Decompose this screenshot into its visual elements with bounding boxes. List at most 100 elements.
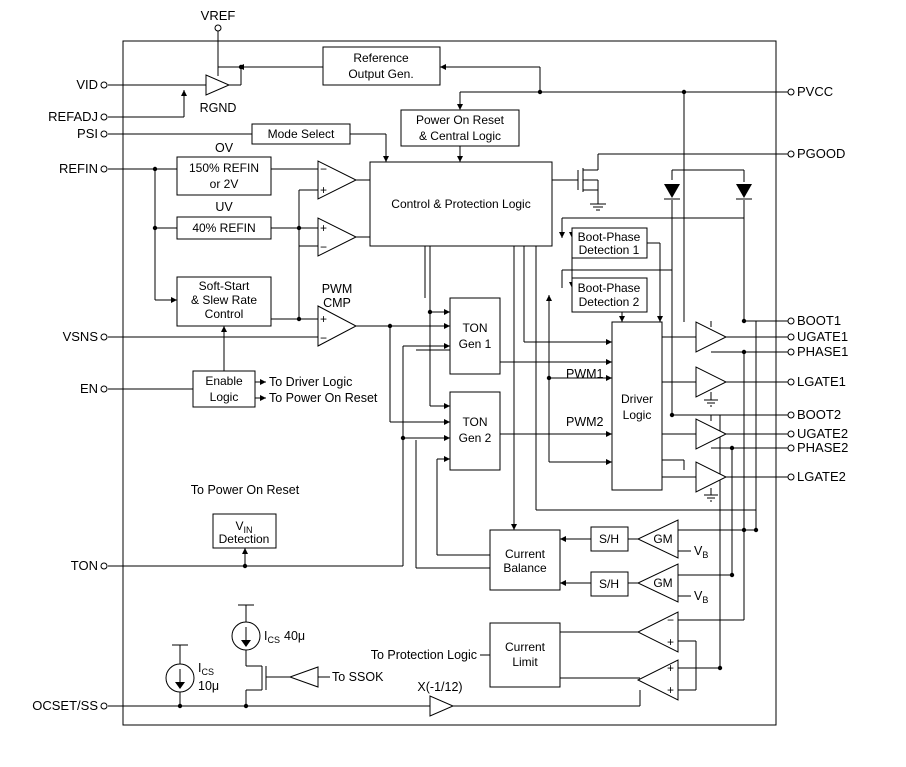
mode-select-block: Mode Select bbox=[251, 123, 351, 145]
svg-text:Driver: Driver bbox=[621, 392, 653, 406]
svg-text:+: + bbox=[320, 183, 327, 197]
svg-text:& Central Logic: & Central Logic bbox=[419, 129, 501, 143]
pin-boot1: BOOT1 bbox=[797, 313, 841, 328]
pin-ton: TON bbox=[71, 558, 98, 573]
svg-text:Boot-Phase: Boot-Phase bbox=[578, 230, 641, 244]
pin-ugate2: UGATE2 bbox=[797, 426, 848, 441]
pwm-comparator: + − bbox=[317, 305, 358, 347]
sample-hold-1: S/H bbox=[590, 526, 629, 552]
pin-en: EN bbox=[80, 381, 98, 396]
svg-text:Detection 1: Detection 1 bbox=[579, 243, 640, 257]
diode-boot2 bbox=[736, 184, 752, 200]
svg-text:Boot-Phase: Boot-Phase bbox=[578, 281, 641, 295]
ssok-buffer bbox=[288, 666, 319, 688]
pin-lgate2: LGATE2 bbox=[797, 469, 846, 484]
svg-text:150% REFIN: 150% REFIN bbox=[189, 161, 259, 175]
label-vb-1: VB bbox=[694, 544, 708, 560]
svg-text:+: + bbox=[667, 661, 674, 675]
svg-text:Control: Control bbox=[205, 307, 244, 321]
svg-text:or 2V: or 2V bbox=[210, 177, 239, 191]
pin-ugate1: UGATE1 bbox=[797, 329, 848, 344]
svg-text:Control & Protection Logic: Control & Protection Logic bbox=[391, 197, 530, 211]
label-to-ssok: To SSOK bbox=[332, 670, 384, 684]
pin-circles bbox=[100, 24, 795, 710]
current-limit-block: Current Limit bbox=[489, 622, 561, 688]
current-limit-comparator-2: + + bbox=[636, 659, 679, 701]
svg-text:Gen 2: Gen 2 bbox=[459, 431, 492, 445]
current-balance-block: Current Balance bbox=[489, 529, 561, 591]
svg-text:Soft-Start: Soft-Start bbox=[199, 279, 250, 293]
pgood-mosfet bbox=[577, 168, 606, 211]
svg-text:−: − bbox=[667, 613, 674, 627]
svg-text:Logic: Logic bbox=[623, 408, 652, 422]
svg-text:Current: Current bbox=[505, 640, 546, 654]
svg-text:Balance: Balance bbox=[503, 561, 547, 575]
svg-text:TON: TON bbox=[462, 415, 487, 429]
svg-text:S/H: S/H bbox=[599, 532, 619, 546]
wires bbox=[108, 31, 788, 707]
ssok-mosfet bbox=[261, 666, 271, 690]
pin-phase1: PHASE1 bbox=[797, 344, 848, 359]
svg-text:Output Gen.: Output Gen. bbox=[348, 67, 413, 81]
label-vb-2: VB bbox=[694, 589, 708, 605]
enable-logic-block: Enable Logic bbox=[192, 370, 256, 408]
pin-boot2: BOOT2 bbox=[797, 407, 841, 422]
svg-text:Reference: Reference bbox=[353, 51, 409, 65]
svg-text:+: + bbox=[320, 221, 327, 235]
svg-text:Power On Reset: Power On Reset bbox=[416, 113, 505, 127]
control-protection-block: Control & Protection Logic bbox=[369, 161, 553, 247]
ton-gen-1: TON Gen 1 bbox=[449, 297, 501, 375]
chip-outline bbox=[122, 40, 777, 726]
current-source-10u bbox=[165, 644, 195, 693]
svg-text:Enable: Enable bbox=[205, 374, 243, 388]
pin-ocset: OCSET/SS bbox=[32, 698, 98, 713]
gm-amplifier-2: GM bbox=[636, 563, 679, 603]
label-to-driver: To Driver Logic bbox=[269, 375, 352, 389]
svg-text:−: − bbox=[320, 331, 327, 345]
svg-text:TON: TON bbox=[462, 321, 487, 335]
label-rgnd: RGND bbox=[200, 101, 237, 115]
current-limit-comparator-1: − + bbox=[636, 611, 679, 653]
svg-text:Gen 1: Gen 1 bbox=[459, 337, 492, 351]
pin-vref: VREF bbox=[201, 8, 236, 23]
svg-text:GM: GM bbox=[653, 576, 672, 590]
softstart-block: Soft-Start & Slew Rate Control bbox=[176, 276, 272, 327]
ton-gen-2: TON Gen 2 bbox=[449, 391, 501, 471]
label-ics-10: ICS bbox=[198, 661, 214, 677]
reference-output-block: Reference Output Gen. bbox=[322, 46, 441, 86]
label-ics-10-value: 10μ bbox=[198, 679, 219, 693]
ov-threshold-block: 150% REFIN or 2V bbox=[176, 156, 272, 196]
uv-comparator: + − bbox=[317, 217, 358, 257]
sample-hold-2: S/H bbox=[590, 571, 629, 597]
svg-text:VIN: VIN bbox=[235, 519, 252, 535]
gate-drivers bbox=[695, 321, 728, 493]
current-source-40u bbox=[231, 604, 261, 651]
ov-comparator: − + bbox=[317, 160, 358, 200]
label-to-por-2: To Power On Reset bbox=[191, 483, 300, 497]
pin-vid: VID bbox=[76, 77, 98, 92]
driver-grounds bbox=[704, 399, 718, 502]
gm-amplifier-1: GM bbox=[636, 519, 679, 559]
label-ov: OV bbox=[215, 141, 234, 155]
pin-pvcc: PVCC bbox=[797, 84, 833, 99]
svg-text:Mode Select: Mode Select bbox=[268, 127, 335, 141]
label-to-protection: To Protection Logic bbox=[371, 648, 477, 662]
svg-text:Detection 2: Detection 2 bbox=[579, 295, 640, 309]
svg-text:Logic: Logic bbox=[210, 390, 239, 404]
vin-detection-block: VIN Detection bbox=[212, 513, 277, 549]
power-on-reset-block: Power On Reset & Central Logic bbox=[400, 109, 520, 147]
rgnd-buffer bbox=[205, 74, 231, 96]
svg-text:S/H: S/H bbox=[599, 577, 619, 591]
label-pwm1: PWM1 bbox=[566, 367, 604, 381]
svg-text:+: + bbox=[667, 683, 674, 697]
pin-phase2: PHASE2 bbox=[797, 440, 848, 455]
label-to-por: To Power On Reset bbox=[269, 391, 378, 405]
svg-text:GM: GM bbox=[653, 532, 672, 546]
svg-text:Detection: Detection bbox=[219, 532, 270, 546]
svg-text:−: − bbox=[320, 162, 327, 176]
pin-vsns: VSNS bbox=[63, 329, 99, 344]
pin-psi: PSI bbox=[77, 126, 98, 141]
label-pwm2: PWM2 bbox=[566, 415, 604, 429]
uv-threshold-block: 40% REFIN bbox=[176, 216, 272, 240]
